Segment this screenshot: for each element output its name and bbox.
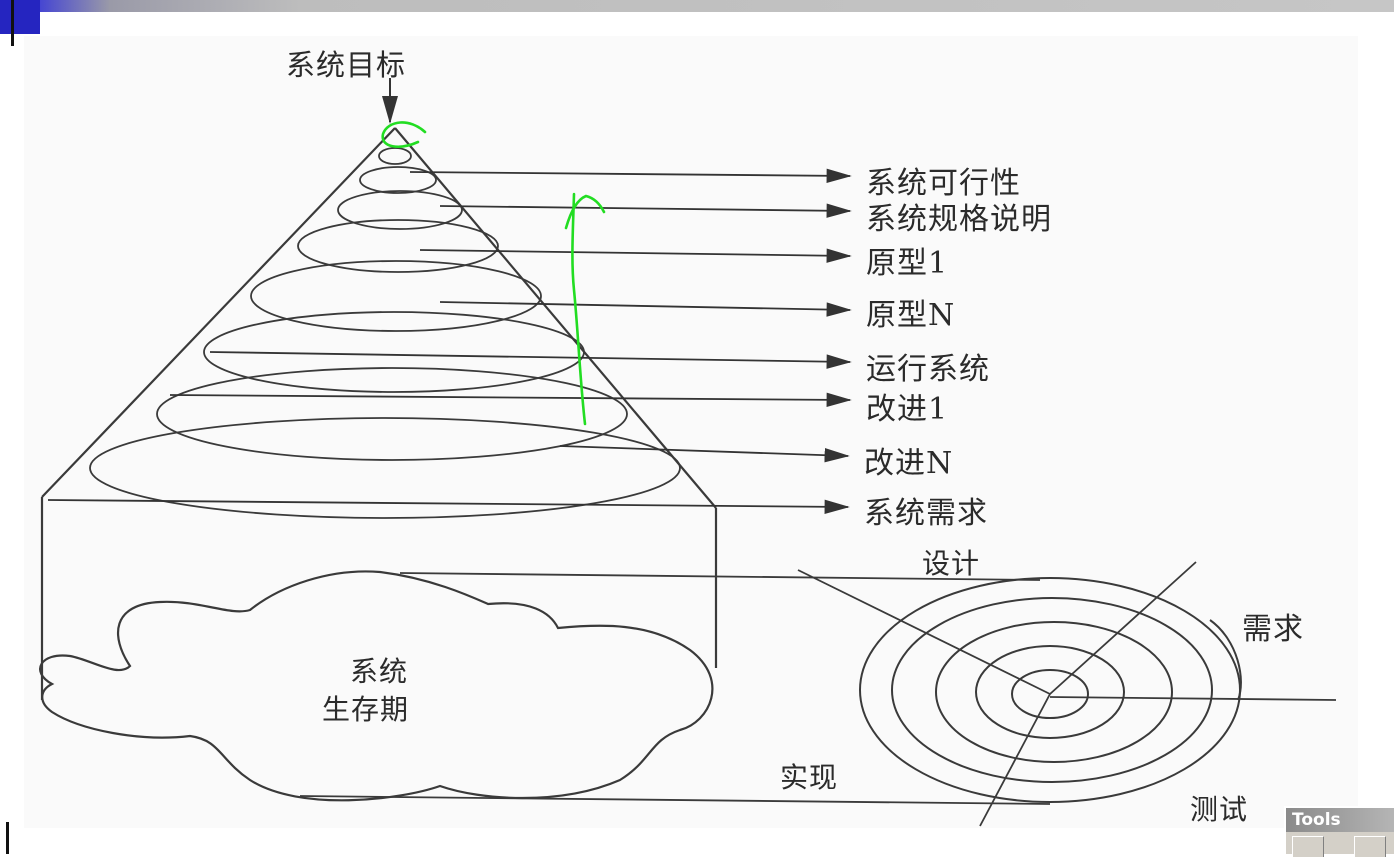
tools-button-2[interactable] (1354, 836, 1386, 857)
axis-testing (979, 693, 1051, 827)
stage-label-feasibility: 系统可行性 (866, 166, 1021, 201)
stage-label-prototype-1: 原型1 (866, 246, 949, 281)
life-cycle-cloud (39, 570, 714, 802)
stage-arrow (409, 168, 852, 183)
stage-label-improvement-n: 改进N (864, 446, 954, 481)
cloud-label-life-cycle: 生存期 (322, 693, 410, 726)
stage-arrow (169, 392, 852, 408)
green-upward-stroke (571, 192, 587, 426)
cone-spiral (89, 147, 681, 519)
planar-spiral (859, 577, 1242, 803)
text-cursor-mark-bottom (6, 822, 9, 854)
green-annotation (381, 121, 606, 426)
scanned-figure-background (24, 36, 1358, 828)
cone-left-side (41, 127, 396, 498)
axis-requirements (1049, 561, 1197, 695)
tools-palette[interactable]: Tools (1284, 806, 1394, 857)
stage-arrow (209, 351, 852, 369)
stage-arrow (559, 445, 850, 463)
green-circle-mark (381, 121, 427, 148)
slide-accent-block (0, 0, 40, 34)
green-arrow-head (564, 194, 606, 230)
stage-arrows (47, 168, 852, 514)
text-cursor-mark (11, 0, 14, 46)
spiral-axes (797, 561, 1337, 827)
cone-right-side (394, 127, 717, 509)
tools-button-1[interactable] (1292, 836, 1324, 857)
goal-label: 系统目标 (286, 48, 407, 82)
spiral-label-implementation: 实现 (780, 761, 839, 794)
slide-top-bar (0, 0, 1394, 34)
stage-label-specification: 系统规格说明 (866, 202, 1052, 237)
cloud-label-system: 系统 (350, 655, 409, 688)
axis-horizontal (1049, 696, 1337, 701)
stage-arrow (439, 301, 852, 317)
spiral-label-design: 设计 (922, 547, 981, 580)
stage-label-operational-system: 运行系统 (866, 352, 990, 387)
connector-top (399, 572, 1041, 581)
stage-label-prototype-n: 原型N (866, 298, 956, 333)
stage-arrow (47, 499, 850, 514)
axis-design (797, 569, 1051, 695)
spiral-label-testing: 测试 (1190, 793, 1249, 826)
stage-label-improvement-1: 改进1 (866, 392, 949, 427)
stage-arrow (419, 248, 852, 263)
stage-arrow (439, 203, 852, 218)
connector-bottom (299, 795, 1051, 805)
stage-label-system-requirements: 系统需求 (864, 496, 988, 531)
tools-palette-title[interactable]: Tools (1286, 808, 1394, 832)
spiral-label-requirements: 需求 (1242, 612, 1304, 647)
